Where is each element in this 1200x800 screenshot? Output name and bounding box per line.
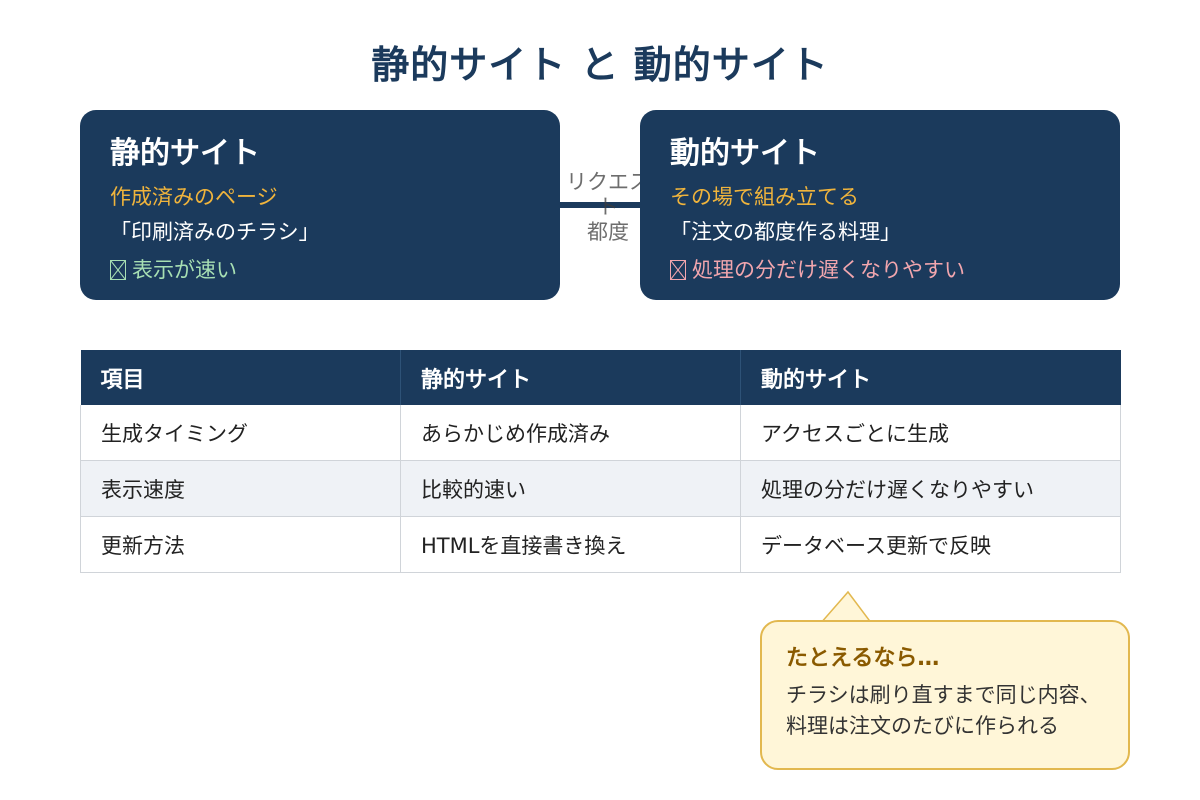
- callout-tail: [820, 590, 872, 624]
- table-row: 生成タイミング あらかじめ作成済み アクセスごとに生成: [80, 405, 1121, 461]
- page-title: 静的サイト と 動的サイト: [371, 43, 829, 87]
- table-header-row: 項目 静的サイト 動的サイト: [80, 350, 1121, 405]
- analogy-callout: たとえるなら… チラシは刷り直すまで同じ内容、 料理は注文のたびに作られる: [760, 620, 1130, 770]
- dynamic-site-card: 動的サイト その場で組み立てる 「注文の都度作る料理」 処理の分だけ遅くなりやす…: [640, 110, 1120, 300]
- dynamic-card-heading: 動的サイト: [670, 136, 820, 171]
- placeholder-box-icon: [110, 260, 126, 280]
- static-card-subtitle: 作成済みのページ: [110, 185, 278, 209]
- placeholder-box-icon: [670, 260, 686, 280]
- callout-body: チラシは刷り直すまで同じ内容、 料理は注文のたびに作られる: [786, 680, 1104, 742]
- table-cell: HTMLを直接書き換え: [400, 516, 741, 573]
- table-cell: 比較的速い: [400, 460, 741, 517]
- table-cell: 表示速度: [80, 460, 401, 517]
- table-cell: 生成タイミング: [80, 405, 401, 461]
- table-cell: アクセスごとに生成: [740, 405, 1121, 461]
- table-cell: 更新方法: [80, 516, 401, 573]
- static-site-card: 静的サイト 作成済みのページ 「印刷済みのチラシ」 表示が速い: [80, 110, 560, 300]
- callout-heading: たとえるなら…: [786, 646, 940, 671]
- dynamic-card-metaphor: 「注文の都度作る料理」: [670, 220, 901, 244]
- dynamic-card-note-text: 処理の分だけ遅くなりやすい: [692, 258, 965, 282]
- table-cell: 処理の分だけ遅くなりやすい: [740, 460, 1121, 517]
- table-cell: あらかじめ作成済み: [400, 405, 741, 461]
- request-connector-line: [560, 202, 640, 208]
- comparison-table: 項目 静的サイト 動的サイト 生成タイミング あらかじめ作成済み アクセスごとに…: [80, 350, 1121, 573]
- connector-label-line1: リクエスト: [566, 170, 650, 219]
- static-card-heading: 静的サイト: [110, 136, 260, 171]
- static-card-note: 表示が速い: [110, 255, 530, 285]
- connector-label-line2: 都度: [587, 220, 629, 244]
- static-card-note-text: 表示が速い: [132, 258, 237, 282]
- callout-line1: チラシは刷り直すまで同じ内容、: [786, 683, 1101, 707]
- table-header-item: 項目: [80, 350, 401, 405]
- request-connector-label: リクエスト 都度: [560, 170, 656, 245]
- dynamic-card-note: 処理の分だけ遅くなりやすい: [670, 255, 1090, 285]
- callout-line2: 料理は注文のたびに作られる: [786, 714, 1059, 738]
- table-header-dynamic: 動的サイト: [740, 350, 1121, 405]
- dynamic-card-subtitle: その場で組み立てる: [670, 185, 859, 209]
- table-row: 表示速度 比較的速い 処理の分だけ遅くなりやすい: [80, 460, 1121, 517]
- table-cell: データベース更新で反映: [740, 516, 1121, 573]
- table-header-static: 静的サイト: [400, 350, 741, 405]
- static-card-metaphor: 「印刷済みのチラシ」: [110, 220, 320, 244]
- table-row: 更新方法 HTMLを直接書き換え データベース更新で反映: [80, 516, 1121, 573]
